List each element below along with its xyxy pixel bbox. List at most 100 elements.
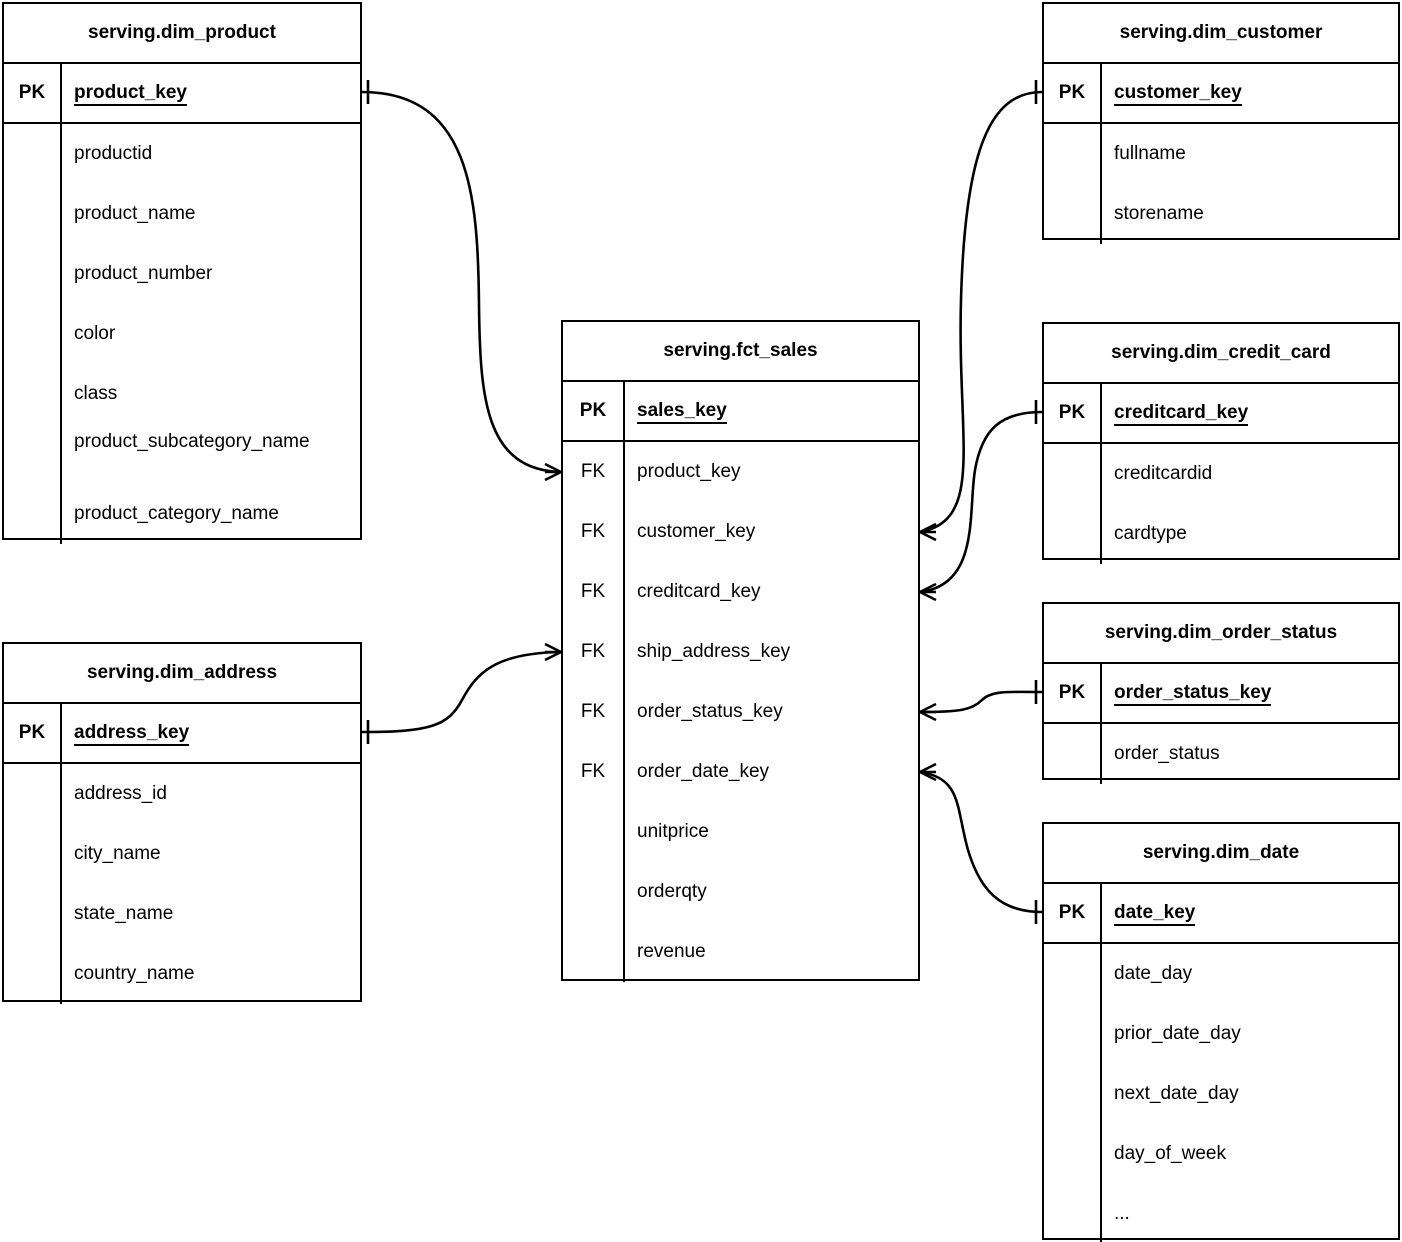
fk-tag-product-key: FK bbox=[580, 461, 606, 482]
attr-name-order-status-key: order_status_key bbox=[637, 701, 783, 722]
attr-tag bbox=[4, 944, 60, 1004]
attr-tag bbox=[4, 244, 60, 304]
attr-name-storename: storename bbox=[1114, 203, 1204, 224]
attr-tag bbox=[1044, 124, 1100, 184]
pk-name-order-status-key: order_status_key bbox=[1102, 664, 1398, 722]
attr-name-creditcard-key: creditcard_key bbox=[637, 581, 761, 602]
entity-dim-product[interactable]: serving.dim_product PK product_key produ… bbox=[2, 2, 362, 544]
pk-row-dim-address[interactable]: PK address_key bbox=[4, 704, 360, 764]
attr-name-fullname: fullname bbox=[1114, 143, 1186, 164]
attr-name-order-status: order_status bbox=[1114, 743, 1220, 764]
entity-title-dim-date: serving.dim_date bbox=[1044, 824, 1398, 884]
entity-dim-date[interactable]: serving.dim_date PK date_key date_day pr… bbox=[1042, 822, 1400, 1242]
pk-name-customer-key: customer_key bbox=[1102, 64, 1398, 122]
attr-tag bbox=[1044, 944, 1100, 1004]
pk-row-fct-sales[interactable]: PK sales_key bbox=[563, 382, 918, 442]
attr-tag bbox=[4, 764, 60, 824]
pk-row-dim-product[interactable]: PK product_key bbox=[4, 64, 360, 124]
attr-tag bbox=[4, 364, 60, 424]
pk-row-dim-customer[interactable]: PK customer_key bbox=[1044, 64, 1398, 124]
attr-name-ship-address-key: ship_address_key bbox=[637, 641, 791, 662]
attr-name-productid: productid bbox=[74, 143, 153, 164]
pk-tag: PK bbox=[1058, 82, 1086, 103]
attr-name-revenue: revenue bbox=[637, 941, 706, 962]
attr-name-product-number: product_number bbox=[74, 263, 213, 284]
attr-name-cardtype: cardtype bbox=[1114, 523, 1187, 544]
attr-name-creditcardid: creditcardid bbox=[1114, 463, 1213, 484]
attributes-dim-date: date_day prior_date_day next_date_day da… bbox=[1044, 944, 1398, 1242]
pk-row-dim-credit-card[interactable]: PK creditcard_key bbox=[1044, 384, 1398, 444]
attr-tag bbox=[1044, 1004, 1100, 1064]
cardinality-many-date bbox=[919, 762, 937, 782]
attr-name-city-name: city_name bbox=[74, 843, 161, 864]
attr-name-product-category-name: product_category_name bbox=[74, 503, 279, 524]
attr-tag bbox=[1044, 1184, 1100, 1242]
attr-name-order-date-key: order_date_key bbox=[637, 761, 770, 782]
attr-tag bbox=[4, 424, 60, 484]
pk-row-dim-order-status[interactable]: PK order_status_key bbox=[1044, 664, 1398, 724]
pk-name-sales-key: sales_key bbox=[625, 382, 918, 440]
pk-tag: PK bbox=[1058, 902, 1086, 923]
pk-tag: PK bbox=[1058, 402, 1086, 423]
attr-name-class: class bbox=[74, 383, 118, 404]
entity-fct-sales[interactable]: serving.fct_sales PK sales_key FK FK FK … bbox=[561, 320, 920, 982]
attr-name-orderqty: orderqty bbox=[637, 881, 707, 902]
pk-tag: PK bbox=[579, 400, 607, 421]
fk-tag-customer-key: FK bbox=[580, 521, 606, 542]
attr-tag bbox=[4, 824, 60, 884]
entity-dim-customer[interactable]: serving.dim_customer PK customer_key ful… bbox=[1042, 2, 1400, 244]
cardinality-many-customer bbox=[919, 522, 937, 542]
entity-dim-order-status[interactable]: serving.dim_order_status PK order_status… bbox=[1042, 602, 1400, 784]
attr-tag bbox=[4, 884, 60, 944]
entity-dim-address[interactable]: serving.dim_address PK address_key addre… bbox=[2, 642, 362, 1004]
attr-name-date-day: date_day bbox=[1114, 963, 1193, 984]
edge-product-sales bbox=[361, 90, 562, 474]
attr-name-day-of-week: day_of_week bbox=[1114, 1143, 1226, 1164]
attr-name-address-id: address_id bbox=[74, 783, 167, 804]
attr-tag bbox=[1044, 444, 1100, 504]
edge-date-sales bbox=[919, 770, 1043, 914]
pk-name-creditcard-key: creditcard_key bbox=[1102, 384, 1398, 442]
cardinality-many-product bbox=[544, 462, 562, 482]
entity-title-fct-sales: serving.fct_sales bbox=[563, 322, 918, 382]
attr-tag bbox=[1044, 1124, 1100, 1184]
attributes-dim-order-status: order_status bbox=[1044, 724, 1398, 784]
pk-tag: PK bbox=[18, 82, 46, 103]
attributes-dim-credit-card: creditcardid cardtype bbox=[1044, 444, 1398, 564]
cardinality-many-orderstatus bbox=[919, 702, 937, 722]
pk-name-date-key: date_key bbox=[1102, 884, 1398, 942]
attributes-dim-customer: fullname storename bbox=[1044, 124, 1398, 244]
attr-tag bbox=[563, 802, 623, 862]
attributes-fct-sales: FK FK FK FK FK FK product_key customer_k… bbox=[563, 442, 918, 982]
entity-title-dim-order-status: serving.dim_order_status bbox=[1044, 604, 1398, 664]
attr-tag bbox=[1044, 504, 1100, 564]
attr-tag bbox=[1044, 184, 1100, 244]
entity-title-dim-product: serving.dim_product bbox=[4, 4, 360, 64]
edge-creditcard-sales bbox=[919, 410, 1043, 594]
attr-name-product-name: product_name bbox=[74, 203, 196, 224]
attributes-dim-product: productid product_name product_number co… bbox=[4, 124, 360, 544]
cardinality-many-address bbox=[544, 642, 562, 662]
attr-name-next-date-day: next_date_day bbox=[1114, 1083, 1239, 1104]
fk-tag-order-date-key: FK bbox=[580, 761, 606, 782]
pk-tag: PK bbox=[1058, 682, 1086, 703]
attributes-dim-address: address_id city_name state_name country_… bbox=[4, 764, 360, 1004]
attr-name-ellipsis: ... bbox=[1114, 1203, 1130, 1224]
attr-tag bbox=[4, 184, 60, 244]
attr-tag bbox=[4, 124, 60, 184]
fk-tag-order-status-key: FK bbox=[580, 701, 606, 722]
pk-name-address-key: address_key bbox=[62, 704, 360, 762]
entity-title-dim-address: serving.dim_address bbox=[4, 644, 360, 704]
attr-name-product-subcategory-name: product_subcategory_name bbox=[74, 431, 310, 452]
cardinality-many-creditcard bbox=[919, 582, 937, 602]
attr-name-state-name: state_name bbox=[74, 903, 174, 924]
fk-tag-ship-address-key: FK bbox=[580, 641, 606, 662]
attr-tag bbox=[4, 484, 60, 544]
fk-tag-creditcard-key: FK bbox=[580, 581, 606, 602]
pk-name-product-key: product_key bbox=[62, 64, 360, 122]
entity-dim-credit-card[interactable]: serving.dim_credit_card PK creditcard_ke… bbox=[1042, 322, 1400, 564]
attr-tag bbox=[4, 304, 60, 364]
attr-name-color: color bbox=[74, 323, 116, 344]
pk-row-dim-date[interactable]: PK date_key bbox=[1044, 884, 1398, 944]
